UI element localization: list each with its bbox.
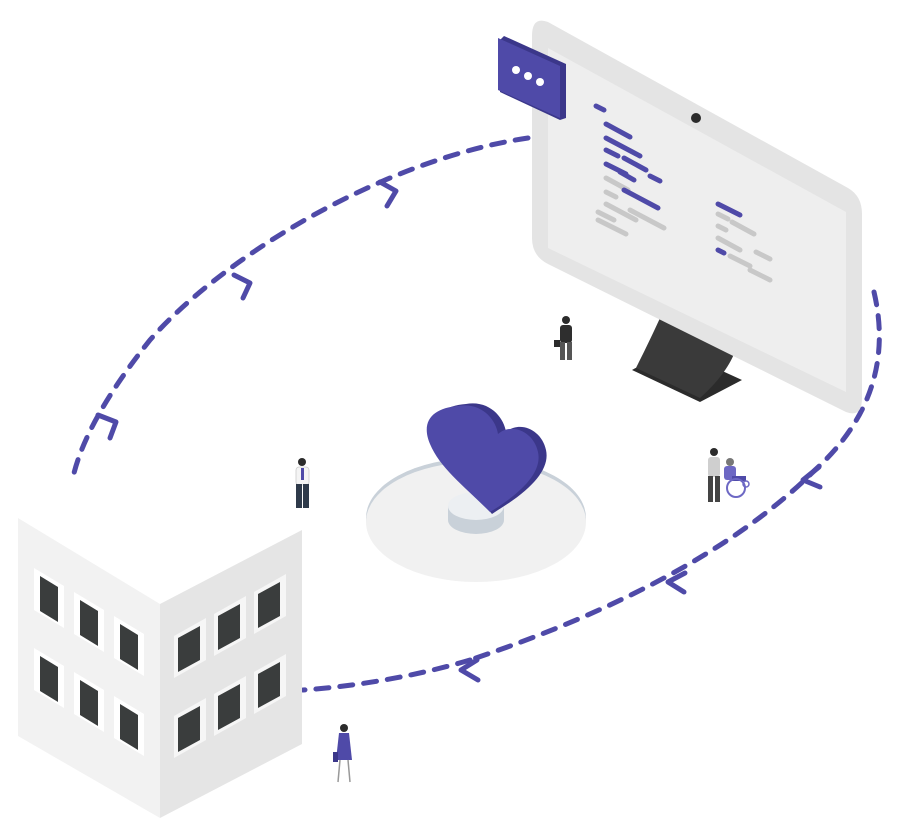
window xyxy=(74,592,104,652)
code-line xyxy=(647,173,663,184)
window xyxy=(214,676,246,736)
window xyxy=(74,672,104,732)
person-caretaker-wheelchair xyxy=(708,448,750,502)
code-lines-right xyxy=(715,201,773,283)
code-line xyxy=(727,253,753,269)
code-line xyxy=(715,223,729,233)
code-line xyxy=(603,189,619,200)
person-businessman xyxy=(554,316,572,360)
heart-icon xyxy=(426,403,547,514)
code-line xyxy=(603,135,643,159)
person-woman xyxy=(333,724,352,783)
code-line xyxy=(753,249,773,262)
code-line xyxy=(621,155,649,173)
arrow-icon xyxy=(665,570,688,595)
chat-bubble-icon xyxy=(498,36,566,120)
code-line xyxy=(593,103,607,113)
flow-path-bottom xyxy=(300,657,473,693)
code-line xyxy=(617,169,637,183)
window xyxy=(114,696,144,756)
building-top xyxy=(18,452,302,604)
code-line xyxy=(603,147,621,159)
window xyxy=(254,574,286,634)
code-line xyxy=(603,201,639,223)
code-line xyxy=(595,217,629,237)
code-line xyxy=(603,121,633,140)
arrow-icon xyxy=(800,464,823,490)
code-line xyxy=(715,201,743,218)
person-doctor xyxy=(295,458,310,508)
window xyxy=(34,568,64,628)
monitor xyxy=(498,20,862,414)
arrow-icon xyxy=(231,272,253,301)
hospital-building xyxy=(18,452,302,818)
heart-platform xyxy=(366,403,586,582)
window xyxy=(174,698,206,758)
code-lines-left xyxy=(593,103,667,237)
flow-path-right xyxy=(467,289,882,663)
window xyxy=(34,648,64,708)
code-line xyxy=(595,209,617,223)
code-line xyxy=(715,247,727,256)
code-line xyxy=(715,235,743,253)
code-line xyxy=(715,211,731,222)
code-line xyxy=(729,219,757,237)
flow-arrows xyxy=(95,179,823,683)
window xyxy=(254,654,286,714)
left-windows xyxy=(34,568,144,756)
arrow-icon xyxy=(377,179,399,209)
window xyxy=(214,596,246,656)
flow-path-top-left xyxy=(69,135,531,485)
webcam-icon xyxy=(691,113,701,123)
arrow-icon xyxy=(95,412,119,441)
arrow-icon xyxy=(458,657,481,683)
right-windows xyxy=(174,574,286,758)
code-line xyxy=(627,207,667,231)
code-line xyxy=(621,187,661,211)
window xyxy=(174,618,206,678)
window xyxy=(114,616,144,676)
circular-flow xyxy=(69,135,882,693)
code-line xyxy=(747,267,773,283)
